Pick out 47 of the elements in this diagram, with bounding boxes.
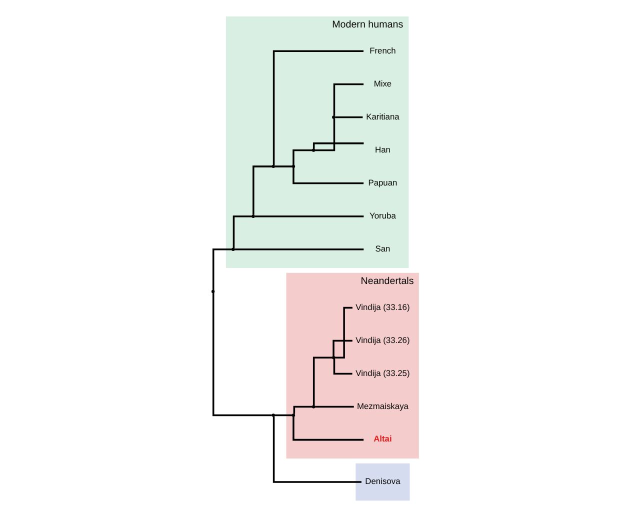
connector	[252, 166, 272, 215]
node-point	[332, 116, 336, 119]
connector	[293, 406, 312, 414]
node-text: Vindija (33.26)	[356, 334, 410, 345]
connector	[292, 416, 364, 441]
connector	[212, 292, 272, 416]
node-point	[272, 164, 275, 168]
connector	[234, 248, 364, 250]
connector	[212, 248, 232, 290]
connector	[274, 414, 292, 416]
node-text: Mezmaiskaya	[356, 400, 408, 411]
connector	[272, 50, 364, 166]
connector	[333, 83, 364, 116]
node-point	[232, 248, 235, 251]
connector	[314, 118, 336, 152]
connector	[312, 356, 332, 406]
connector	[332, 340, 352, 356]
node-point	[272, 414, 275, 417]
node-point	[312, 148, 316, 152]
node-point	[292, 164, 296, 168]
node-point	[312, 405, 316, 408]
connector	[254, 215, 364, 218]
node-point	[252, 214, 255, 218]
node-point	[211, 290, 215, 294]
connector	[315, 406, 354, 408]
node-text: French	[370, 45, 396, 56]
node-text: San	[375, 244, 390, 254]
node-point	[332, 356, 336, 360]
node-text: Han	[375, 144, 390, 154]
node-point	[292, 414, 296, 417]
node-text: Denisova	[365, 476, 400, 486]
node-text: Karitiana	[366, 111, 400, 122]
connector	[272, 416, 362, 483]
node-text: Yoruba	[370, 210, 396, 221]
node-text: Mixe	[374, 78, 392, 88]
node-text: Vindija (33.25)	[356, 368, 410, 378]
connector	[232, 215, 252, 248]
cluster	[356, 463, 410, 501]
node-text: Papuan	[368, 177, 398, 188]
connector	[292, 168, 364, 184]
connector	[312, 142, 364, 149]
connector	[292, 149, 312, 166]
node-text: Altai	[374, 433, 392, 444]
connector	[333, 358, 352, 375]
connector	[274, 166, 292, 168]
connector	[335, 116, 363, 118]
node-text: Vindija (33.16)	[356, 302, 410, 312]
